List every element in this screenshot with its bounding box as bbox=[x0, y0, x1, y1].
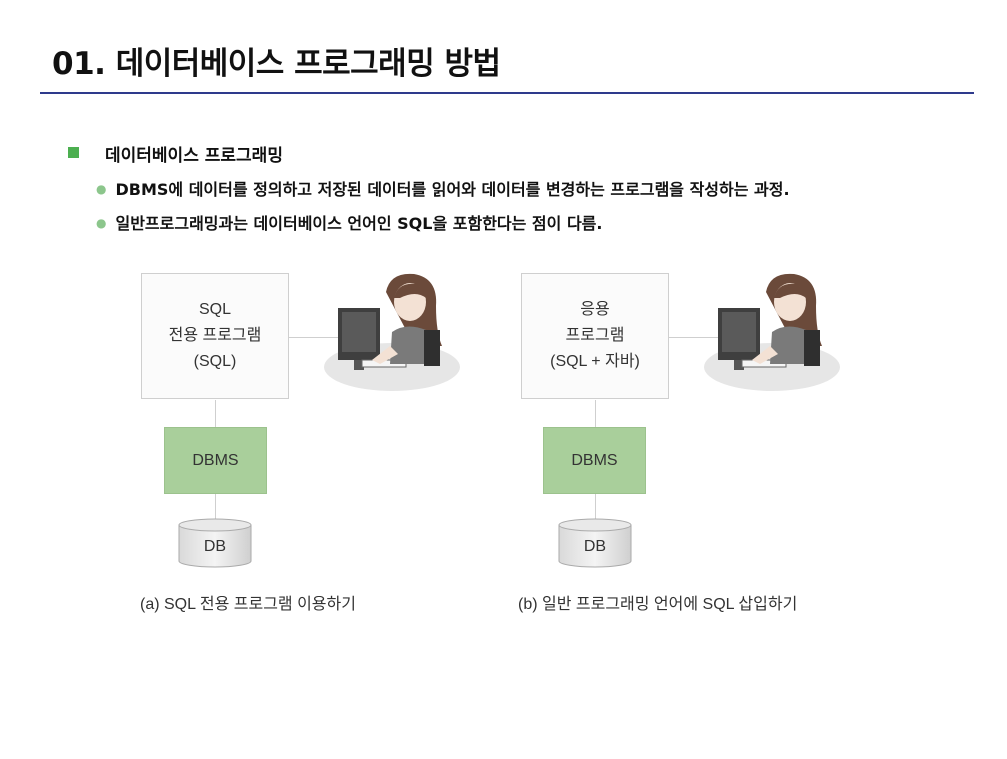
program-label-line: 전용 프로그램 bbox=[168, 327, 262, 344]
connector-line bbox=[289, 337, 339, 338]
section-heading: 데이터베이스 프로그래밍 bbox=[105, 146, 283, 166]
connector-line bbox=[595, 494, 596, 519]
connector-line bbox=[595, 400, 596, 427]
connector-line bbox=[669, 337, 719, 338]
program-label-line: 응용 bbox=[580, 301, 610, 318]
program-label-line: (SQL) bbox=[193, 353, 237, 370]
connector-line bbox=[215, 400, 216, 427]
point-item: ● DBMS에 데이터를 정의하고 저장된 데이터를 읽어와 데이터를 변경하는 … bbox=[96, 176, 790, 200]
database-cylinder-icon bbox=[558, 518, 632, 568]
dbms-label: DBMS bbox=[571, 451, 618, 469]
bullet-dot-icon: ● bbox=[96, 182, 107, 196]
point-item: ● 일반프로그래밍과는 데이터베이스 언어인 SQL을 포함한다는 점이 다름. bbox=[96, 210, 602, 234]
db-label: DB bbox=[203, 538, 227, 555]
db-label: DB bbox=[583, 538, 607, 555]
point-text: DBMS에 데이터를 정의하고 저장된 데이터를 읽어와 데이터를 변경하는 프… bbox=[115, 180, 790, 199]
section-bullet-icon bbox=[68, 147, 79, 158]
database-cylinder-icon bbox=[178, 518, 252, 568]
sql-program-box: SQL 전용 프로그램 (SQL) bbox=[141, 273, 289, 399]
person-at-computer-icon bbox=[324, 273, 460, 391]
dbms-box: DBMS bbox=[164, 427, 267, 494]
bullet-dot-icon: ● bbox=[96, 216, 107, 230]
program-label-line: (SQL + 자바) bbox=[550, 353, 640, 370]
program-label-line: 프로그램 bbox=[565, 327, 625, 344]
program-label-line: SQL bbox=[198, 301, 231, 318]
title-divider bbox=[40, 92, 974, 94]
application-program-box: 응용 프로그램 (SQL + 자바) bbox=[521, 273, 669, 399]
connector-line bbox=[215, 494, 216, 519]
figure-caption-a: (a) SQL 전용 프로그램 이용하기 bbox=[140, 596, 356, 613]
dbms-box: DBMS bbox=[543, 427, 646, 494]
page-title: 01. 데이터베이스 프로그래밍 방법 bbox=[52, 46, 501, 82]
figure-caption-b: (b) 일반 프로그래밍 언어에 SQL 삽입하기 bbox=[518, 596, 798, 613]
person-at-computer-icon bbox=[704, 273, 840, 391]
point-text: 일반프로그래밍과는 데이터베이스 언어인 SQL을 포함한다는 점이 다름. bbox=[115, 214, 603, 233]
dbms-label: DBMS bbox=[192, 451, 239, 469]
